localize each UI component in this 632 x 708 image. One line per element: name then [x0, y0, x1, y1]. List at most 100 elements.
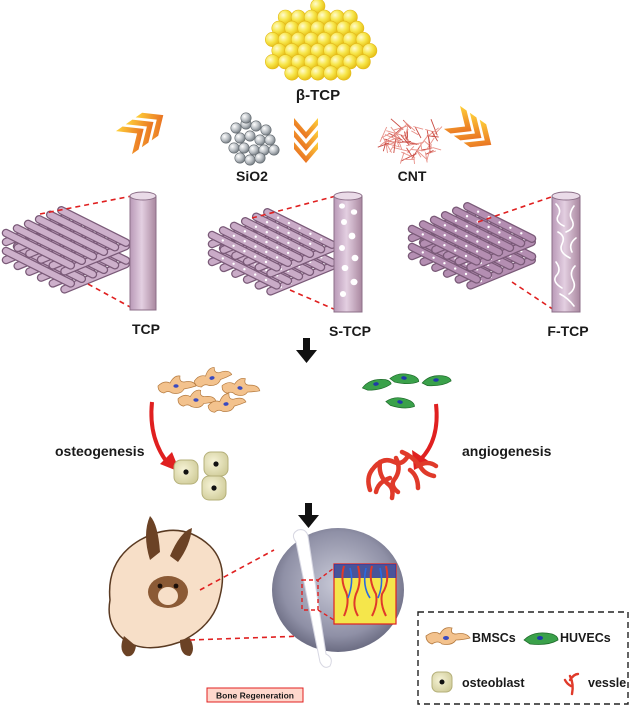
- sio2-sphere: [234, 132, 246, 144]
- sio2-sphere: [220, 132, 232, 144]
- cnt-tube: [379, 126, 388, 143]
- zoom-lines-rabbit: [189, 549, 305, 641]
- scaffold-pore: [487, 225, 490, 229]
- bone-regeneration-caption: Bone Regeneration: [206, 687, 304, 703]
- sio2-sphere: [268, 144, 280, 156]
- scaffold-pore: [454, 239, 457, 242]
- bmsc-cell: [157, 375, 197, 394]
- cnt-tube: [377, 142, 390, 148]
- sio2-sphere: [260, 124, 272, 136]
- tcp-sphere: [323, 65, 339, 81]
- scaffold-pore: [221, 239, 224, 242]
- scaffold-pore: [443, 234, 446, 237]
- scaffold-pore: [232, 244, 235, 247]
- cnt-tube: [418, 134, 429, 148]
- scaffold-strut: [47, 211, 118, 251]
- bmsc-cell: [193, 367, 233, 388]
- f-tcp-scaffold-lattice: [407, 202, 537, 290]
- angiogenesis-label: angiogenesis: [462, 443, 552, 459]
- legend-box: BMSCs HUVECs osteoblast vessle: [417, 611, 629, 705]
- scaffold-pore: [465, 262, 468, 266]
- sio2-label: SiO2: [236, 168, 268, 184]
- scaffold-pore: [232, 262, 235, 265]
- scaffold-pore: [421, 251, 424, 254]
- cnt-tube: [432, 147, 442, 151]
- scaffold-pore: [432, 238, 435, 241]
- beta-tcp-particles: [264, 0, 378, 81]
- huvecs-legend-label: HUVECs: [560, 631, 611, 645]
- scaffold-pore: [454, 219, 458, 222]
- scaffold-pore: [320, 238, 323, 241]
- cnt-tube: [380, 133, 390, 139]
- scaffold-pore: [297, 247, 301, 250]
- sio2-particles: [220, 112, 280, 166]
- huvec-cell: [421, 375, 452, 387]
- bmsc-cells: [157, 367, 261, 413]
- scaffold-pore: [298, 227, 301, 230]
- cnt-tube: [411, 149, 426, 152]
- cnt-tube: [410, 141, 419, 145]
- scaffold-pore: [264, 278, 268, 282]
- scaffold-pore: [520, 232, 523, 235]
- scaffold-pore: [454, 229, 457, 232]
- cnt-tube: [413, 126, 424, 130]
- sio2-sphere: [234, 152, 246, 164]
- scaffold-pore: [421, 233, 424, 236]
- scaffold-pore: [265, 231, 268, 234]
- tcp-sphere: [355, 54, 371, 70]
- sio2-sphere: [254, 134, 266, 146]
- tcp-sphere: [284, 65, 300, 81]
- scaffold-pore: [464, 254, 468, 258]
- f-tcp-label: F-TCP: [547, 323, 588, 339]
- scaffold-pore: [275, 256, 279, 259]
- chevron-arrow-down-icon: [294, 118, 318, 163]
- scaffold-pore: [309, 242, 312, 245]
- scaffold-pore: [232, 234, 236, 237]
- scaffold-pore: [243, 250, 246, 253]
- osteogenesis-label: osteogenesis: [55, 443, 145, 459]
- scaffold-strut: [3, 248, 74, 287]
- tcp-sphere: [336, 65, 352, 81]
- scaffold-pore: [464, 272, 468, 276]
- osteoblast-cell: [201, 475, 227, 501]
- scaffold-pore: [465, 244, 468, 248]
- scaffold-pore: [454, 267, 457, 270]
- bmsc-cell: [221, 377, 261, 396]
- scaffold-pore: [276, 226, 279, 229]
- osteogenesis-arrow-icon: [149, 401, 180, 472]
- cnt-label: CNT: [398, 168, 427, 184]
- scaffold-pore: [476, 230, 479, 233]
- huvec-cell: [389, 373, 420, 385]
- cnt-tube: [416, 150, 422, 158]
- scaffold-strut: [58, 207, 129, 246]
- tcp-label: TCP: [132, 321, 160, 337]
- cnt-tube: [403, 131, 408, 141]
- s-tcp-scaffold-lattice: [207, 208, 337, 296]
- f-tcp-cylinder: [551, 191, 581, 313]
- scaffold-pore: [465, 234, 468, 238]
- cnt-tube: [411, 130, 419, 136]
- scaffold-pore: [443, 262, 446, 265]
- cnt-tube: [404, 120, 416, 132]
- tcp-sphere: [349, 20, 365, 36]
- cnt-cluster: [377, 118, 443, 164]
- huvec-cells: [361, 373, 452, 409]
- s-tcp-cylinder: [333, 191, 363, 313]
- scaffold-pore: [509, 236, 512, 239]
- rabbit-illustration: [108, 516, 224, 657]
- scaffold-strut: [14, 225, 85, 264]
- sio2-sphere: [240, 112, 252, 124]
- scaffold-pore: [487, 235, 490, 239]
- scaffold-pore: [432, 228, 436, 231]
- cnt-tube: [425, 149, 434, 155]
- cnt-tube: [399, 152, 405, 164]
- scaffold-pore: [243, 268, 246, 271]
- s-tcp-label: S-TCP: [329, 323, 371, 339]
- scaffold-pore: [509, 226, 512, 229]
- scaffold-pore: [243, 240, 246, 243]
- cnt-tube: [407, 145, 415, 154]
- scaffold-pore: [498, 231, 501, 234]
- huvec-cell: [385, 397, 415, 409]
- huvec-legend-icon: [523, 632, 559, 645]
